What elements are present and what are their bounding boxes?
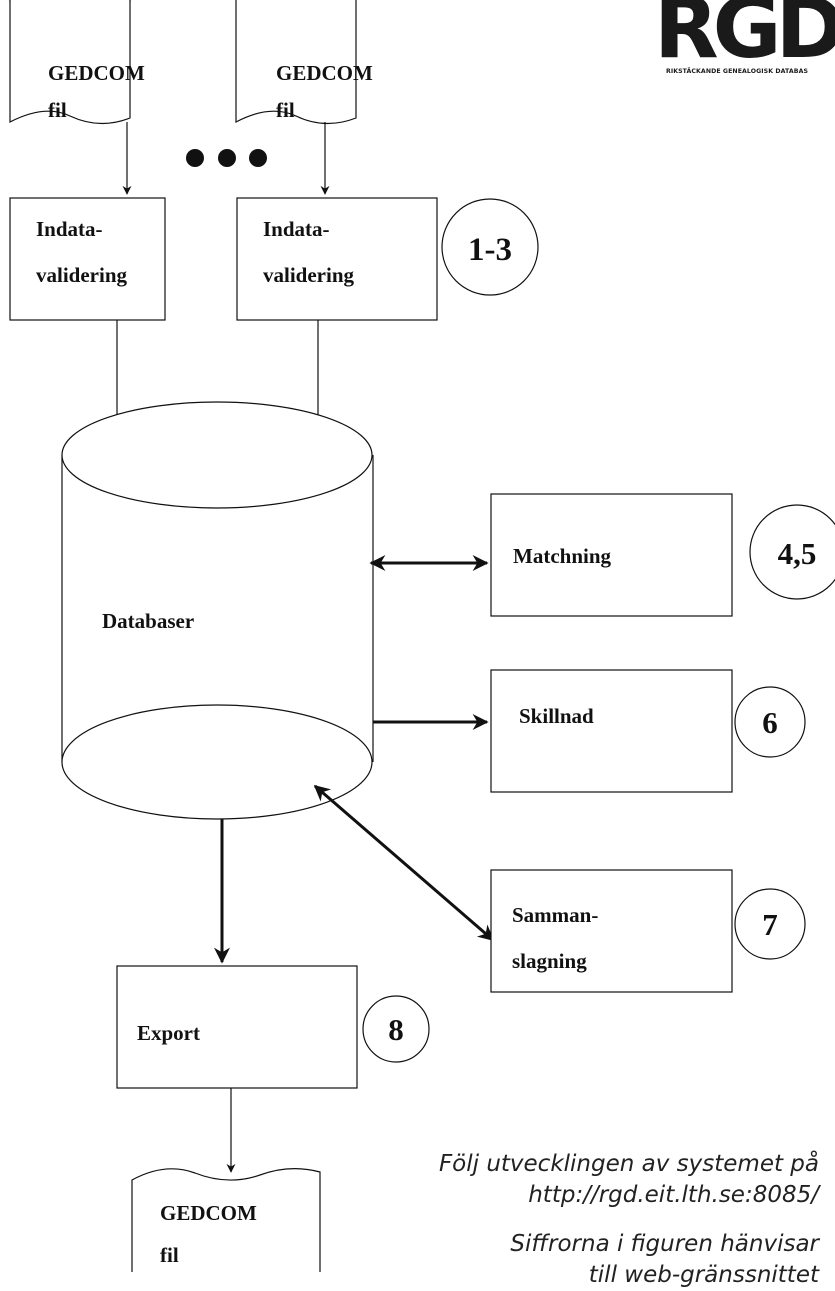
gedcom-file-1: GEDCOM fil: [9, 0, 145, 125]
merge-label-line2: slagning: [512, 949, 587, 973]
validation-box-1-line2: validering: [36, 263, 128, 287]
gedcom-output-line2: fil: [160, 1243, 179, 1267]
merge-label-line1: Samman-: [512, 903, 598, 927]
ref-export-text: 8: [388, 1012, 404, 1047]
gedcom-file-2-line1: GEDCOM: [276, 61, 373, 85]
merge-box: Samman- slagning: [490, 869, 733, 993]
rgd-logo: RGD RIKSTÄCKANDE GENEALOGISK DATABAS: [654, 0, 835, 82]
ref-circle-matching: 4,5: [749, 504, 835, 600]
note-follow-development: Följ utvecklingen av systemet på http://…: [439, 1149, 819, 1211]
arrow-db-merge: [313, 784, 495, 942]
validation-box-2-line2: validering: [263, 263, 355, 287]
ref-circle-export: 8: [362, 995, 430, 1063]
export-label: Export: [137, 1021, 200, 1045]
note-line-3: Siffrorna i figuren hänvisar: [510, 1231, 819, 1257]
gedcom-file-1-line2: fil: [48, 98, 67, 122]
ref-circle-validation: 1-3: [441, 198, 539, 296]
ref-circle-merge: 7: [734, 888, 806, 960]
gedcom-output-file: GEDCOM fil: [131, 1168, 321, 1272]
ref-validation-text: 1-3: [468, 232, 512, 268]
validation-box-1-line1: Indata-: [36, 217, 103, 241]
gedcom-output-line1: GEDCOM: [160, 1201, 257, 1225]
database-label: Databaser: [102, 609, 194, 633]
note-line-4: till web-gränssnittet: [588, 1262, 819, 1288]
matching-box: Matchning: [490, 493, 733, 617]
rgd-logo-text: RGD: [654, 0, 835, 77]
ref-merge-text: 7: [762, 907, 778, 942]
rgd-logo-subtitle: RIKSTÄCKANDE GENEALOGISK DATABAS: [665, 68, 809, 75]
note-url: http://rgd.eit.lth.se:8085/: [528, 1182, 819, 1208]
note-line-1: Följ utvecklingen av systemet på: [438, 1151, 819, 1177]
ref-difference-text: 6: [762, 705, 778, 740]
validation-box-2-line1: Indata-: [263, 217, 330, 241]
export-box: Export: [116, 965, 358, 1089]
difference-box: Skillnad: [490, 669, 733, 793]
gedcom-file-2: GEDCOM fil: [235, 0, 373, 125]
ref-matching-text: 4,5: [778, 536, 817, 571]
difference-label: Skillnad: [519, 704, 594, 728]
database-cylinder: Databaser: [61, 401, 374, 820]
ref-circle-difference: 6: [734, 686, 806, 758]
more-files-dots: [186, 149, 267, 167]
validation-box-2: Indata- validering: [236, 197, 438, 321]
validation-box-1: Indata- validering: [9, 197, 166, 321]
gedcom-file-2-line2: fil: [276, 98, 295, 122]
note-figure-numbers: Siffrorna i figuren hänvisar till web-gr…: [510, 1229, 819, 1291]
matching-label: Matchning: [513, 544, 612, 568]
gedcom-file-1-line1: GEDCOM: [48, 61, 145, 85]
